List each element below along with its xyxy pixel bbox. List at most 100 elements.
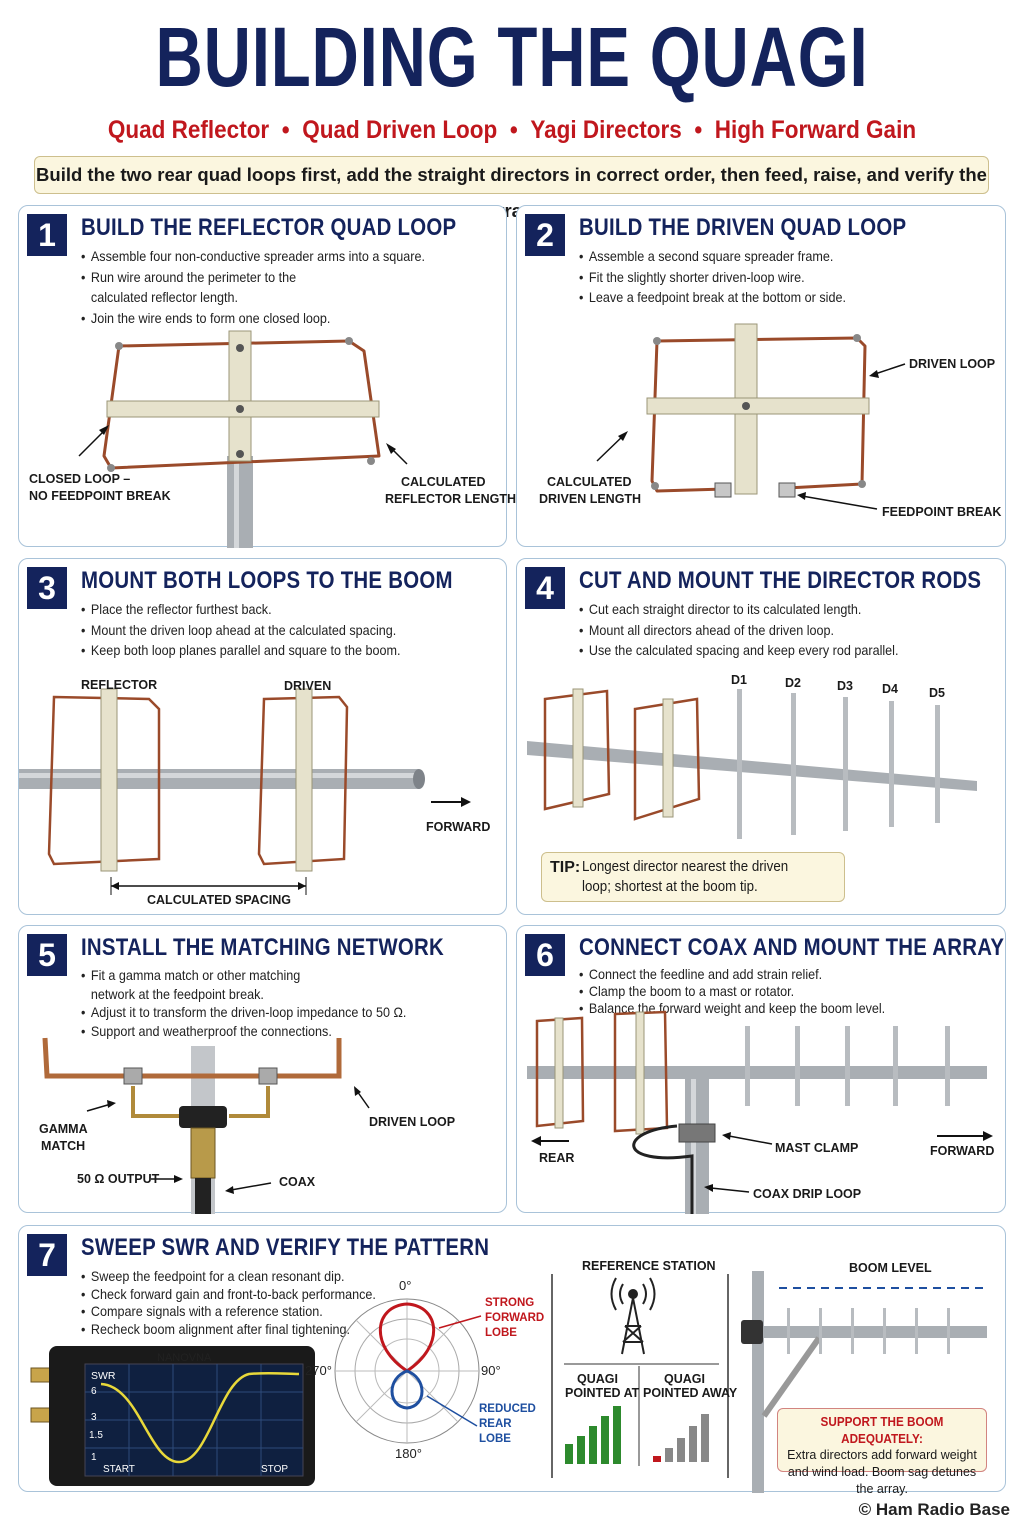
nanovna-label: NANOVNA xyxy=(157,1352,212,1364)
signal-bar xyxy=(689,1426,697,1462)
subtitle-item: Yagi Directors xyxy=(530,116,682,144)
director-rod xyxy=(791,693,796,835)
bullet: Run wire around the perimeter to the cal… xyxy=(81,267,297,308)
tip-box: TIP: Longest director nearest the driven… xyxy=(541,852,845,902)
step-number: 6 xyxy=(525,934,565,976)
director-rod xyxy=(737,689,742,839)
polar-180: 180° xyxy=(395,1446,422,1461)
step-number: 3 xyxy=(27,567,67,609)
director-rod xyxy=(889,701,894,827)
bullet: Place the reflector furthest back. xyxy=(81,599,504,620)
tip-text: Longest director nearest the driven loop… xyxy=(582,859,789,895)
bullet: Cut each straight director to its calcul… xyxy=(579,599,1002,620)
label-50-ohm-output: 50 Ω OUTPUT xyxy=(77,1172,160,1186)
label-forward: FORWARD xyxy=(426,820,490,834)
rear-lobe-label: LOBE xyxy=(479,1433,511,1445)
step-number: 7 xyxy=(27,1234,67,1276)
step-title: INSTALL THE MATCHING NETWORK xyxy=(81,934,444,961)
step-bullets: Assemble a second square spreader frame.… xyxy=(579,246,1002,308)
director-rod xyxy=(845,1026,850,1106)
step-title: CONNECT COAX AND MOUNT THE ARRAY xyxy=(579,934,1005,961)
front-lobe-label: FORWARD xyxy=(485,1312,544,1324)
polar-pattern xyxy=(334,1298,482,1444)
step-number: 5 xyxy=(27,934,67,976)
label-no-feedpoint: NO FEEDPOINT BREAK xyxy=(29,489,171,503)
director-label: D3 xyxy=(837,679,853,693)
label-closed-loop: CLOSED LOOP – xyxy=(29,472,130,486)
director-label: D2 xyxy=(785,676,801,690)
signal-bar xyxy=(565,1444,573,1464)
bullet: Clamp the boom to a mast or rotator. xyxy=(579,983,1002,1000)
step-6-panel: 6 CONNECT COAX AND MOUNT THE ARRAY Conne… xyxy=(516,925,1006,1214)
label-driven: DRIVEN xyxy=(284,679,331,693)
step-2-panel: 2 BUILD THE DRIVEN QUAD LOOP Assemble a … xyxy=(516,205,1006,547)
label-calculated: CALCULATED xyxy=(547,475,631,489)
swr-tick: 1 xyxy=(91,1452,97,1463)
director-rods xyxy=(787,1308,950,1354)
bullet: Fit the slightly shorter driven-loop wir… xyxy=(579,267,1002,288)
step-1-panel: 1 BUILD THE REFLECTOR QUAD LOOP Assemble… xyxy=(18,205,516,548)
step-number: 1 xyxy=(27,214,67,256)
bullet: Support and weatherproof the connections… xyxy=(81,1022,504,1041)
signal-bar xyxy=(677,1438,685,1462)
tower-icon xyxy=(610,1277,656,1355)
director-rods xyxy=(737,689,940,839)
label-feedpoint-break: FEEDPOINT BREAK xyxy=(882,505,1001,519)
signal-bar xyxy=(701,1414,709,1462)
label-driven-loop: DRIVEN LOOP xyxy=(909,357,995,371)
subtitle-item: Quad Reflector xyxy=(107,116,270,144)
director-rod xyxy=(819,1308,822,1354)
bullet: Recheck boom alignment after final tight… xyxy=(81,1321,504,1339)
signal-bar xyxy=(601,1416,609,1464)
rear-lobe-label: REDUCED xyxy=(479,1403,536,1415)
director-label: D5 xyxy=(929,686,945,700)
subtitle: Quad Reflector•Quad Driven Loop•Yagi Dir… xyxy=(107,116,917,144)
support-warning: SUPPORT THE BOOM ADEQUATELY: Extra direc… xyxy=(777,1408,987,1496)
step-bullets: Fit a gamma match or other matching netw… xyxy=(81,966,504,1040)
label-driven-loop: DRIVEN LOOP xyxy=(369,1115,455,1129)
bullet: Keep both loop planes parallel and squar… xyxy=(81,640,504,661)
nanovna-device xyxy=(30,1346,315,1486)
subtitle-item: High Forward Gain xyxy=(714,116,917,144)
label-gamma: GAMMA xyxy=(39,1122,88,1136)
label-coax-drip-loop: COAX DRIP LOOP xyxy=(753,1187,861,1201)
swr-tick: 6 xyxy=(91,1386,97,1397)
pointed-at-label: QUAGI xyxy=(577,1372,618,1386)
director-rod xyxy=(745,1026,750,1106)
bullet: Use the calculated spacing and keep ever… xyxy=(579,640,1002,661)
reflector-loop-diagram: CLOSED LOOP – NO FEEDPOINT BREAK CALCULA… xyxy=(29,330,516,548)
step-5-panel: 5 INSTALL THE MATCHING NETWORK Fit a gam… xyxy=(18,925,507,1214)
bullet: Compare signals with a reference station… xyxy=(81,1303,504,1321)
array-mount-diagram: REAR MAST CLAMP FORWARD COAX DRIP LOOP xyxy=(527,1010,994,1214)
director-rods xyxy=(745,1026,950,1106)
label-coax: COAX xyxy=(279,1175,316,1189)
step-4-panel: 4 CUT AND MOUNT THE DIRECTOR RODS Cut ea… xyxy=(516,558,1006,915)
swr-label: SWR xyxy=(91,1370,116,1382)
signal-bars xyxy=(565,1406,709,1464)
director-label: D4 xyxy=(882,682,898,696)
bullet: Leave a feedpoint break at the bottom or… xyxy=(579,287,1002,308)
director-rod xyxy=(915,1308,918,1354)
bullet: Assemble four non-conductive spreader ar… xyxy=(81,246,504,267)
polar-0: 0° xyxy=(399,1278,411,1293)
verification-diagram: NANOVNA SWR 6 3 1.5 1 START STOP 0° 270°… xyxy=(30,1259,989,1493)
director-rods-diagram: D1 D2 D3 D4 D5 xyxy=(527,673,977,839)
swr-tick: 3 xyxy=(91,1412,97,1423)
driven-loop-diagram: DRIVEN LOOP CALCULATED DRIVEN LENGTH FEE… xyxy=(539,323,1001,519)
stop-label: STOP xyxy=(261,1464,288,1475)
label-mast-clamp: MAST CLAMP xyxy=(775,1141,858,1155)
label-rear: REAR xyxy=(539,1151,574,1165)
director-label: D1 xyxy=(731,673,747,687)
signal-bar xyxy=(665,1448,673,1462)
bullet: Sweep the feedpoint for a clean resonant… xyxy=(81,1268,504,1286)
signal-bar xyxy=(577,1436,585,1464)
label-reflector: REFLECTOR xyxy=(81,678,157,692)
bullet: Assemble a second square spreader frame. xyxy=(579,246,1002,267)
gamma-match-diagram: GAMMA MATCH DRIVEN LOOP 50 Ω OUTPUT COAX xyxy=(39,1037,455,1214)
polar-270: 270° xyxy=(305,1363,332,1378)
step-7-panel: 7 SWEEP SWR AND VERIFY THE PATTERN Sweep… xyxy=(18,1225,1006,1496)
pointed-at-label: POINTED AT xyxy=(565,1386,640,1400)
page-title: BUILDING THE QUAGI xyxy=(155,10,869,104)
director-rod xyxy=(851,1308,854,1354)
director-rod xyxy=(883,1308,886,1354)
